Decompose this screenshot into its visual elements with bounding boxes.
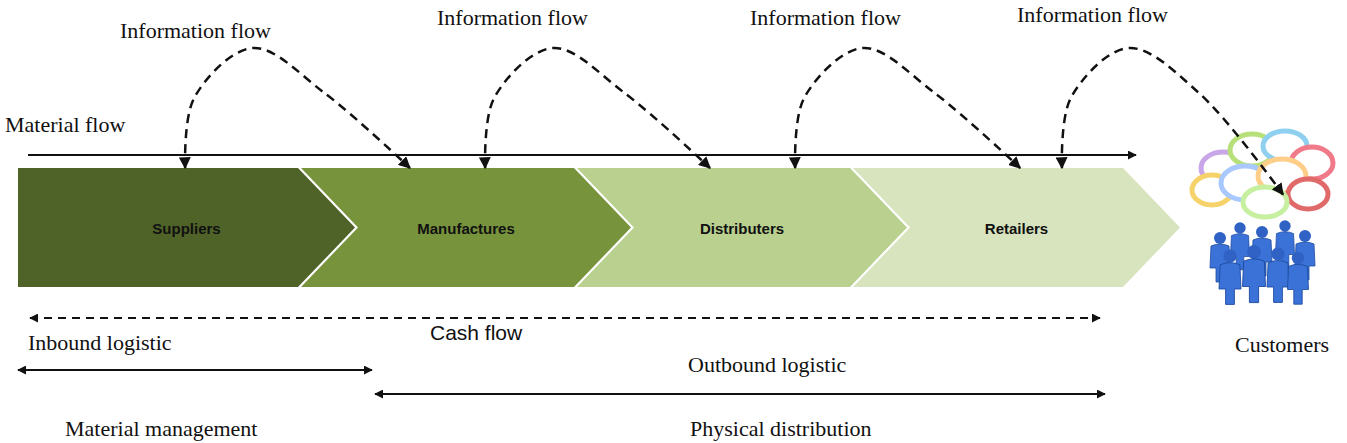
chevron-stage: Manufactures (301, 168, 631, 287)
inbound-range-arrow (18, 369, 372, 371)
node-label: Customers (1235, 332, 1329, 358)
person-head (1279, 220, 1290, 231)
information-flow-arrow (485, 48, 710, 168)
information-flow-arrow (795, 48, 1020, 168)
chevron-stage: Retailers (853, 168, 1180, 287)
information-flow-arrow (1062, 48, 1283, 195)
chevron-fill (18, 168, 355, 287)
flow-label: Inbound logistic (28, 330, 172, 356)
person-figure (1243, 245, 1266, 303)
chevron-stage: Suppliers (18, 168, 355, 287)
customers-illustration (1190, 128, 1340, 303)
chevron-fill (853, 168, 1180, 287)
chevron-stage: Distributers (577, 168, 907, 287)
person-head (1292, 252, 1305, 265)
person-body (1243, 259, 1266, 303)
person-head (1223, 249, 1236, 262)
person-body (1219, 263, 1241, 305)
flow-label: Outbound logistic (688, 352, 846, 378)
person-head (1247, 245, 1261, 259)
edge-label: Information flow (750, 5, 901, 31)
material-flow-arrow (28, 154, 1136, 156)
person-figure (1267, 247, 1289, 302)
speech-bubble (1243, 187, 1287, 217)
person-figure (1219, 249, 1241, 304)
edge-label: Information flow (437, 5, 588, 31)
chevron-fill (577, 168, 907, 287)
person-head (1271, 247, 1284, 260)
person-figure (1288, 252, 1309, 305)
stage-name: Manufactures (301, 219, 631, 236)
person-body (1267, 261, 1289, 303)
stage-name: Distributers (577, 219, 907, 236)
person-head (1256, 226, 1268, 238)
outbound-range-arrow (375, 393, 1105, 395)
person-head (1214, 232, 1226, 244)
cash-flow-arrow (30, 317, 1100, 319)
flow-label: Physical distribution (690, 416, 872, 442)
flow-label: Cash flow (430, 320, 522, 346)
chevron-fill (301, 168, 631, 287)
stage-name: Suppliers (18, 219, 355, 236)
flow-label: Material flow (5, 112, 125, 138)
person-body (1288, 264, 1309, 304)
person-head (1234, 222, 1245, 233)
information-flow-arrow (185, 48, 410, 168)
edge-label: Information flow (1017, 2, 1168, 28)
edge-label: Information flow (120, 18, 271, 44)
flow-label: Material management (65, 416, 257, 442)
speech-bubble (1288, 179, 1328, 209)
stage-name: Retailers (853, 219, 1180, 236)
customer-group: Customers (1190, 128, 1340, 303)
person-head (1299, 230, 1311, 242)
